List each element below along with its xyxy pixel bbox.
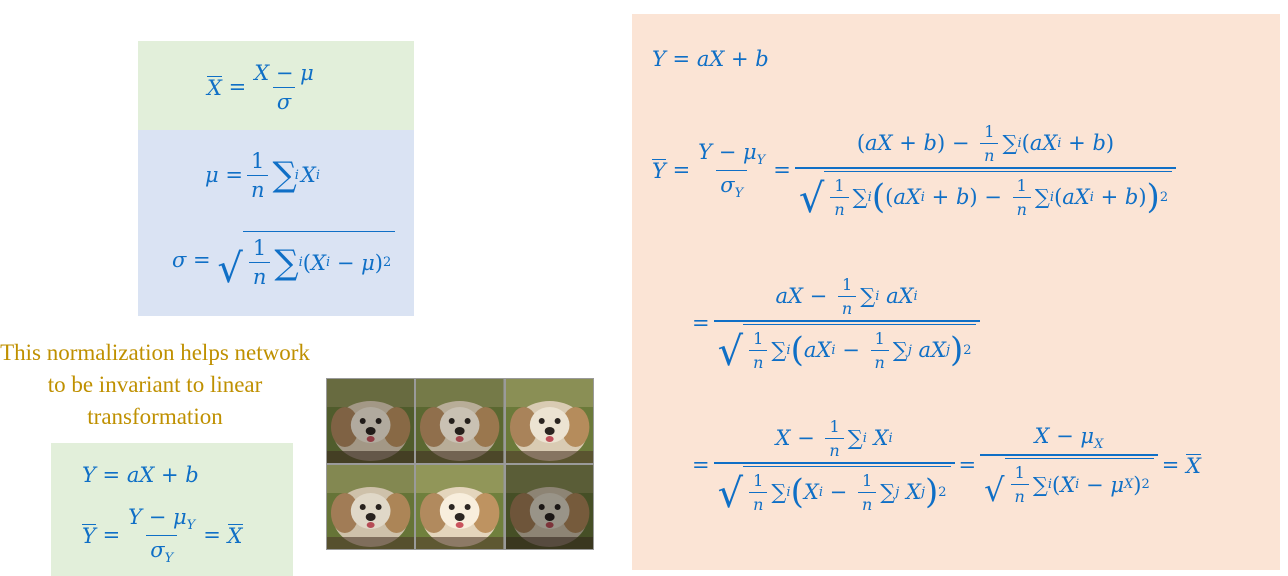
dog-photo-tile (416, 379, 504, 463)
dog-photo-grid (326, 378, 594, 550)
dog-photo-tile (327, 379, 415, 463)
transform-equation: Y = aX + b (82, 463, 199, 487)
dog-photo-tile (327, 465, 415, 549)
derivation-box (632, 14, 1280, 570)
normalization-formula-box (138, 41, 414, 130)
linear-transform-box (51, 443, 293, 576)
dog-photo-tile (505, 379, 593, 463)
invariance-note: This normalization helps network to be i… (0, 340, 310, 429)
dog-photo-tile (505, 465, 593, 549)
derivation-line-1: Y = aX + b (652, 47, 769, 71)
dog-photo-tile (416, 465, 504, 549)
statistics-formula-box (138, 130, 414, 316)
